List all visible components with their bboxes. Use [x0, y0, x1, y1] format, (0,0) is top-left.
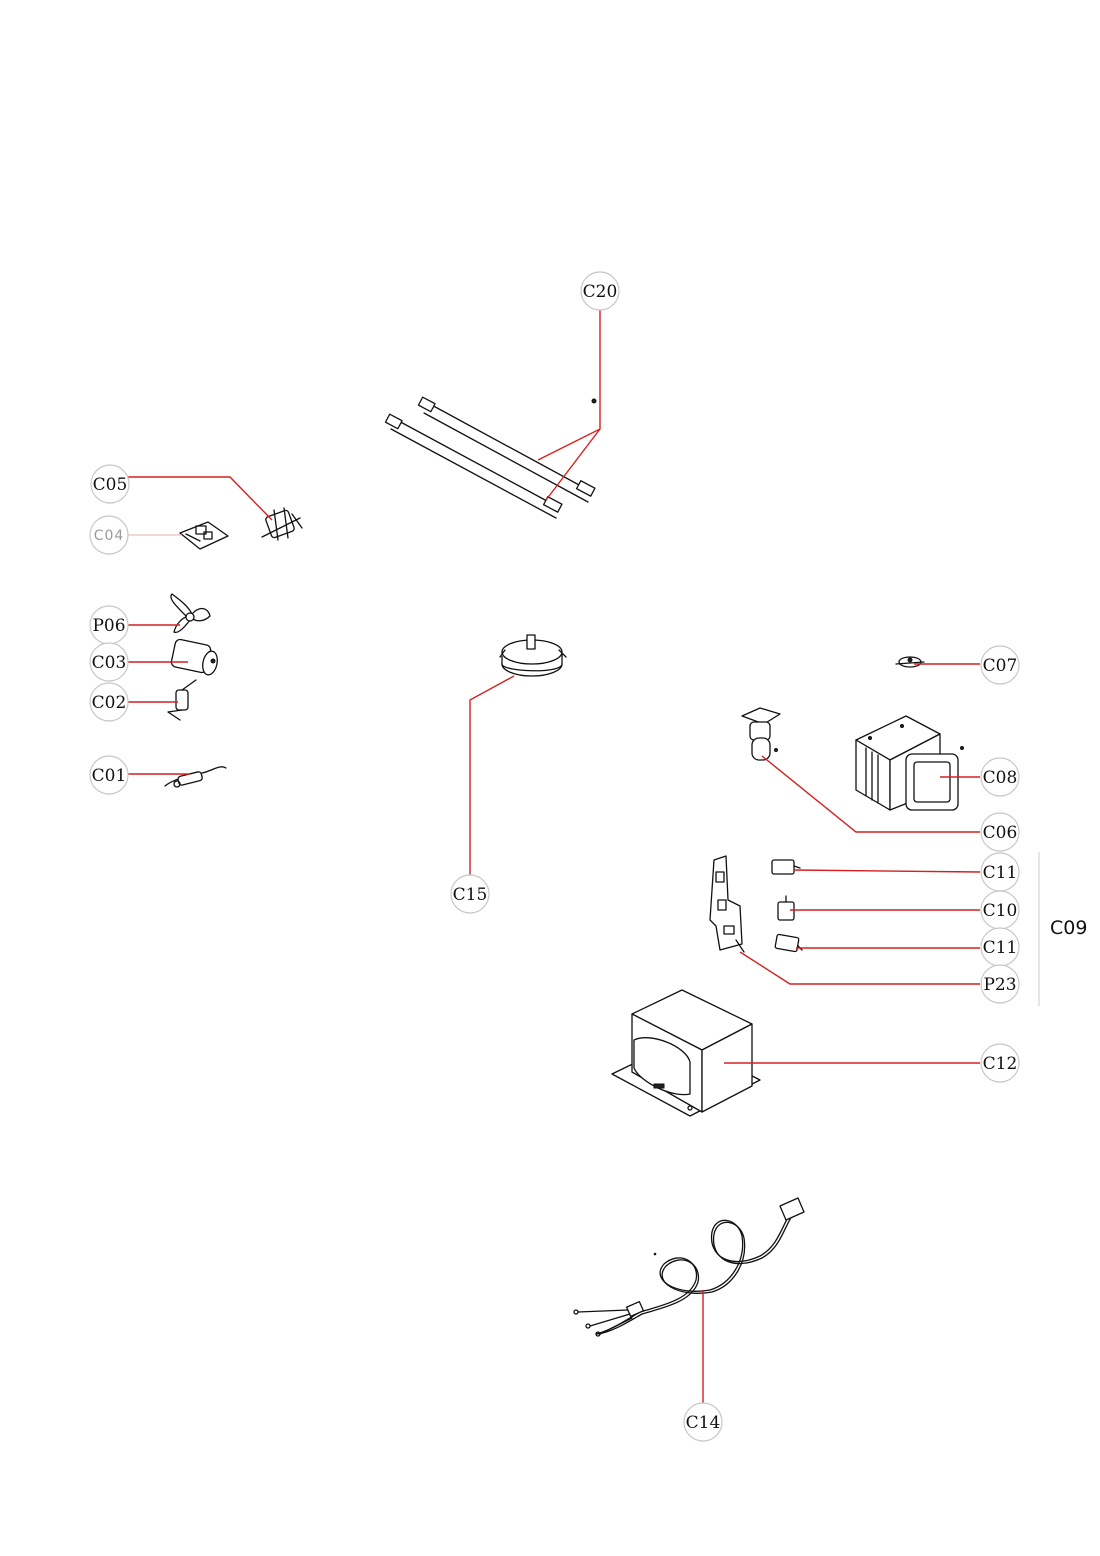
turntable-motor-part [499, 634, 567, 677]
callout-label-c14: C14 [686, 1413, 721, 1433]
lamp-socket-part [741, 707, 781, 761]
callout-c11-top[interactable]: C11 [980, 852, 1020, 892]
fuse-holder-part [164, 766, 227, 788]
group-label-c09: C09 [1050, 917, 1087, 939]
interlock-bracket-part [709, 855, 745, 953]
callout-c10[interactable]: C10 [980, 890, 1020, 930]
transformer-part [611, 989, 761, 1117]
micro-switch-middle-part [777, 895, 795, 921]
callout-c05[interactable]: C05 [90, 464, 130, 504]
callout-c08[interactable]: C08 [980, 757, 1020, 797]
magnetron-part [855, 715, 964, 811]
callout-label-c04: C04 [94, 528, 125, 544]
diode-part [167, 679, 197, 721]
fan-blade-part [170, 593, 211, 634]
callout-label-c08: C08 [983, 768, 1018, 788]
callout-label-c20: C20 [583, 282, 618, 302]
callout-label-c11-bottom: C11 [983, 938, 1018, 958]
power-cord-part [573, 1197, 805, 1337]
callout-c03[interactable]: C03 [89, 642, 129, 682]
callout-c11-bottom[interactable]: C11 [980, 927, 1020, 967]
fan-motor-part [261, 507, 303, 541]
callout-label-c12: C12 [983, 1054, 1018, 1074]
callout-label-c15: C15 [453, 885, 488, 905]
callout-c07[interactable]: C07 [980, 645, 1020, 685]
callout-c15[interactable]: C15 [450, 874, 490, 914]
callout-label-p23: P23 [983, 975, 1016, 995]
callout-c02[interactable]: C02 [89, 682, 129, 722]
callout-label-c03: C03 [92, 653, 127, 673]
callout-label-c11-top: C11 [983, 863, 1018, 883]
callout-p23[interactable]: P23 [980, 964, 1020, 1004]
micro-switch-bottom-part [774, 933, 803, 953]
callout-label-c05: C05 [93, 475, 128, 495]
callout-c06[interactable]: C06 [980, 812, 1020, 852]
leader-lines [127, 309, 981, 1404]
callout-c01[interactable]: C01 [89, 755, 129, 795]
callout-c12[interactable]: C12 [980, 1043, 1020, 1083]
callout-label-c07: C07 [983, 656, 1018, 676]
callout-c14[interactable]: C14 [683, 1402, 723, 1442]
callout-label-c10: C10 [983, 901, 1018, 921]
thermostat-part [895, 656, 925, 668]
callout-c20[interactable]: C20 [580, 271, 620, 311]
callout-p06[interactable]: P06 [89, 605, 129, 645]
capacitor-part [170, 638, 218, 676]
control-board-part [179, 521, 229, 550]
callout-c04[interactable]: C04 [89, 515, 129, 555]
callout-label-c02: C02 [92, 693, 127, 713]
micro-switch-top-part [771, 859, 801, 875]
callout-label-c01: C01 [92, 766, 127, 786]
callout-label-c06: C06 [983, 823, 1018, 843]
heater-tubes-part [384, 396, 597, 519]
callout-label-p06: P06 [92, 616, 125, 636]
